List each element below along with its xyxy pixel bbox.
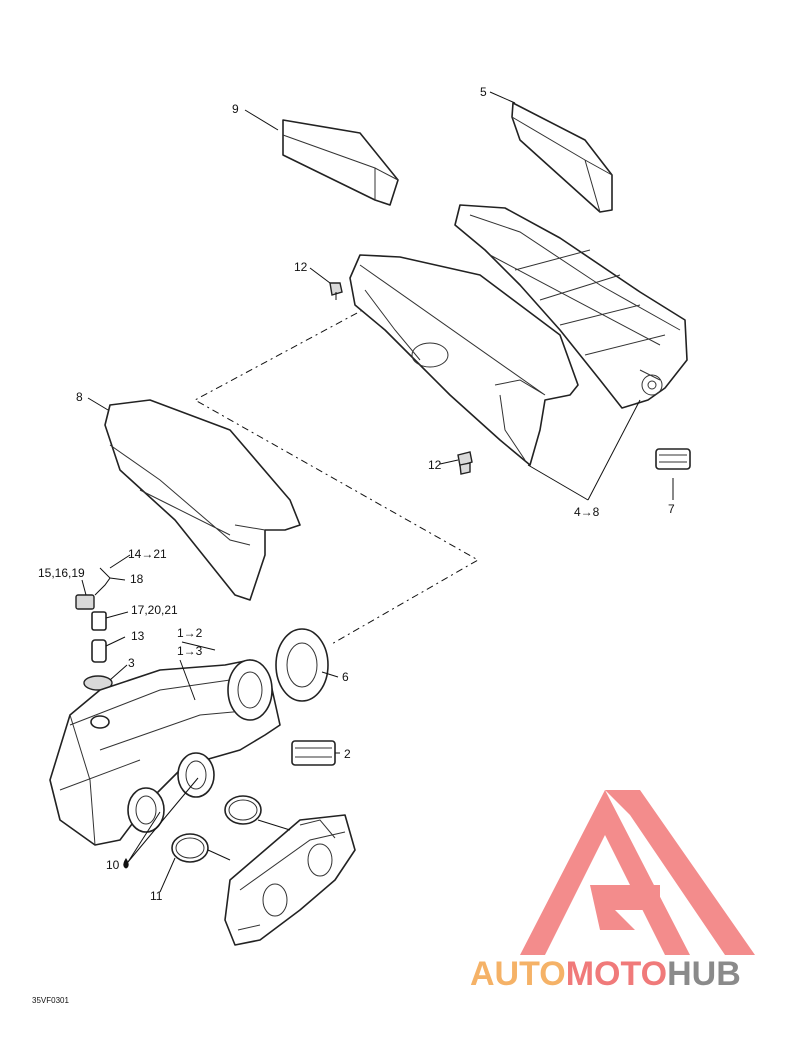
- callout-7: 7: [668, 502, 675, 516]
- callout-14-to-21: 14→21: [128, 547, 167, 561]
- callout-3: 3: [128, 656, 135, 670]
- callout-9: 9: [232, 102, 239, 116]
- callout-1-to-3: 1→3: [177, 644, 203, 658]
- part-silencer-lower-body: [49, 659, 281, 846]
- part-2-label: [291, 740, 336, 766]
- callout-18: 18: [130, 572, 144, 586]
- drop-icon: [123, 858, 129, 869]
- drawing-code: 35VF0301: [32, 996, 69, 1005]
- part-silencer-upper-body: [349, 254, 579, 466]
- callout-12-upper: 12: [294, 260, 308, 274]
- assembly-line: [193, 304, 480, 646]
- part-carburetors: [224, 814, 356, 946]
- automotohub-logo-icon: [520, 790, 755, 955]
- part-8-foam: [104, 399, 301, 601]
- callout-11: 11: [150, 889, 163, 903]
- callout-1-to-2: 1→2: [177, 626, 203, 640]
- watermark-text: AUTOMOTOHUB: [470, 955, 741, 993]
- part-7-label: [655, 448, 691, 470]
- part-12-screw-lower: [457, 451, 473, 475]
- part-9-foam: [282, 119, 399, 206]
- callout-5: 5: [480, 85, 487, 99]
- part-sensor-assembly: [75, 567, 113, 691]
- callout-4-to-8: 4→8: [574, 505, 600, 519]
- callout-13: 13: [131, 629, 145, 643]
- callout-8: 8: [76, 390, 83, 404]
- callout-12-lower: 12: [428, 458, 442, 472]
- callout-2: 2: [344, 747, 351, 761]
- callout-10: 10: [106, 858, 120, 872]
- part-12-screw-upper: [329, 282, 343, 300]
- callout-17-20-21: 17,20,21: [131, 603, 178, 617]
- watermark-auto: AUTO: [470, 955, 566, 993]
- part-6-ring: [275, 628, 329, 702]
- part-5-foam: [511, 102, 613, 213]
- watermark-hub: HUB: [667, 955, 741, 993]
- part-11-clamp-lower: [171, 833, 209, 863]
- callout-6: 6: [342, 670, 349, 684]
- callout-15-16-19: 15,16,19: [38, 566, 85, 580]
- watermark-moto: MOTO: [566, 955, 667, 993]
- part-11-clamp-upper: [224, 795, 262, 825]
- leader-lines: [81, 91, 674, 893]
- part-4-silencer-cover: [454, 204, 688, 409]
